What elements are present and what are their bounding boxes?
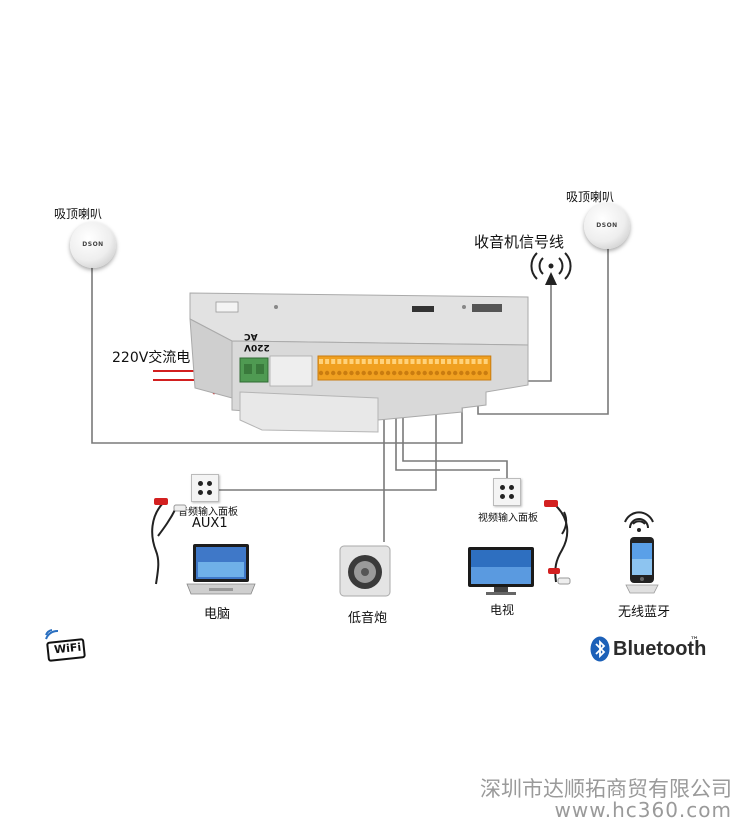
terminal-slot	[325, 359, 330, 364]
rca-cable-left-icon	[151, 498, 187, 585]
terminal-screw	[398, 370, 403, 376]
terminal-screw	[392, 370, 397, 376]
terminal-slot	[367, 359, 372, 364]
speaker-brand-right: DSON	[596, 222, 618, 229]
terminal-screw	[367, 370, 372, 376]
device-ac-label: AC	[244, 331, 258, 341]
terminal-slot	[459, 359, 464, 364]
terminal-slot	[373, 359, 378, 364]
bluetooth-device-label: 无线蓝牙	[618, 605, 671, 620]
terminal-slot	[483, 359, 488, 364]
wire-left-speaker	[91, 265, 463, 444]
terminal-blocks	[317, 355, 492, 381]
website-url: www.hc360.com	[554, 798, 732, 822]
antenna-icon	[530, 252, 572, 280]
terminal-screw	[483, 370, 488, 376]
tv-icon	[468, 547, 534, 595]
terminal-slot	[319, 359, 323, 364]
wire-audio-panel	[219, 390, 437, 491]
terminal-screw	[440, 370, 446, 376]
trademark-mark: ™	[690, 636, 699, 646]
terminal-slot	[361, 359, 366, 364]
terminal-slot	[471, 359, 476, 364]
terminal-screw	[465, 370, 470, 376]
terminal-slot	[434, 359, 439, 364]
wireless-signal-icon	[624, 511, 654, 532]
speaker-right-label: 吸顶喇叭	[566, 190, 615, 204]
terminal-screw	[373, 370, 379, 376]
company-name: 深圳市达顺拓商贸有限公司	[480, 777, 732, 801]
terminal-slot	[416, 359, 421, 364]
bluetooth-icon	[590, 636, 610, 662]
terminal-slot	[331, 359, 336, 364]
subwoofer-label: 低音炮	[348, 611, 388, 626]
wire-video-panel-1	[402, 388, 508, 478]
phone-icon	[625, 537, 659, 594]
radio-signal-label: 收音机信号线	[474, 233, 565, 251]
laptop-icon	[186, 544, 256, 595]
terminal-screw	[428, 370, 433, 376]
terminal-screw	[324, 370, 330, 376]
terminal-screw	[410, 370, 415, 376]
terminal-slot	[441, 359, 445, 364]
terminal-screw	[379, 370, 385, 376]
terminal-slot	[410, 359, 415, 364]
terminal-screw	[471, 370, 476, 376]
video-input-panel	[493, 478, 521, 506]
terminal-screw	[404, 370, 409, 376]
terminal-slot	[465, 359, 470, 364]
terminal-slot	[428, 359, 433, 364]
audio-input-panel	[191, 474, 219, 502]
terminal-slot	[355, 359, 360, 364]
terminal-slot	[404, 359, 409, 364]
video-panel-label: 视频输入面板	[478, 513, 538, 524]
terminal-slot	[422, 359, 427, 364]
terminal-screw	[446, 370, 452, 376]
terminal-screw	[355, 370, 360, 376]
terminal-slot	[453, 359, 458, 364]
terminal-screw	[337, 370, 342, 376]
terminal-slot	[380, 359, 384, 364]
rca-cable-right-icon	[544, 500, 571, 585]
terminal-screw	[343, 370, 348, 376]
terminal-screw	[434, 370, 440, 376]
audio-panel-label: 音频输入面板	[178, 507, 238, 518]
speaker-brand-left: DSON	[82, 241, 104, 248]
terminal-screw	[318, 370, 324, 376]
terminal-slot	[349, 359, 354, 364]
terminal-screw	[422, 370, 427, 376]
terminal-screw	[349, 370, 354, 376]
terminal-screw	[361, 370, 366, 376]
terminal-screw	[385, 370, 391, 376]
aux-label: AUX1	[192, 516, 228, 531]
terminal-slot	[386, 359, 391, 364]
radio-arrow	[545, 272, 557, 285]
ceiling-speaker-left: DSON	[70, 222, 116, 268]
device-voltage-label: 220V	[244, 342, 270, 352]
terminal-slot	[477, 359, 482, 364]
terminal-slot	[337, 359, 342, 364]
computer-label: 电脑	[204, 607, 231, 622]
terminal-slot	[343, 359, 348, 364]
terminal-slot	[392, 359, 397, 364]
terminal-screw	[453, 370, 458, 376]
terminal-screw	[331, 370, 336, 376]
terminal-screw	[416, 370, 421, 376]
ceiling-speaker-right: DSON	[584, 203, 630, 249]
bluetooth-wordmark: Bluetooth	[613, 638, 707, 660]
speaker-left-label: 吸顶喇叭	[54, 207, 103, 221]
terminal-slot	[447, 359, 452, 364]
subwoofer-icon	[339, 545, 391, 597]
wifi-logo-icon	[45, 629, 86, 662]
terminal-slot	[398, 359, 403, 364]
tv-label: 电视	[490, 603, 515, 617]
terminal-screw	[477, 370, 482, 376]
power-label: 220V交流电	[112, 350, 191, 366]
terminal-screw	[459, 370, 464, 376]
